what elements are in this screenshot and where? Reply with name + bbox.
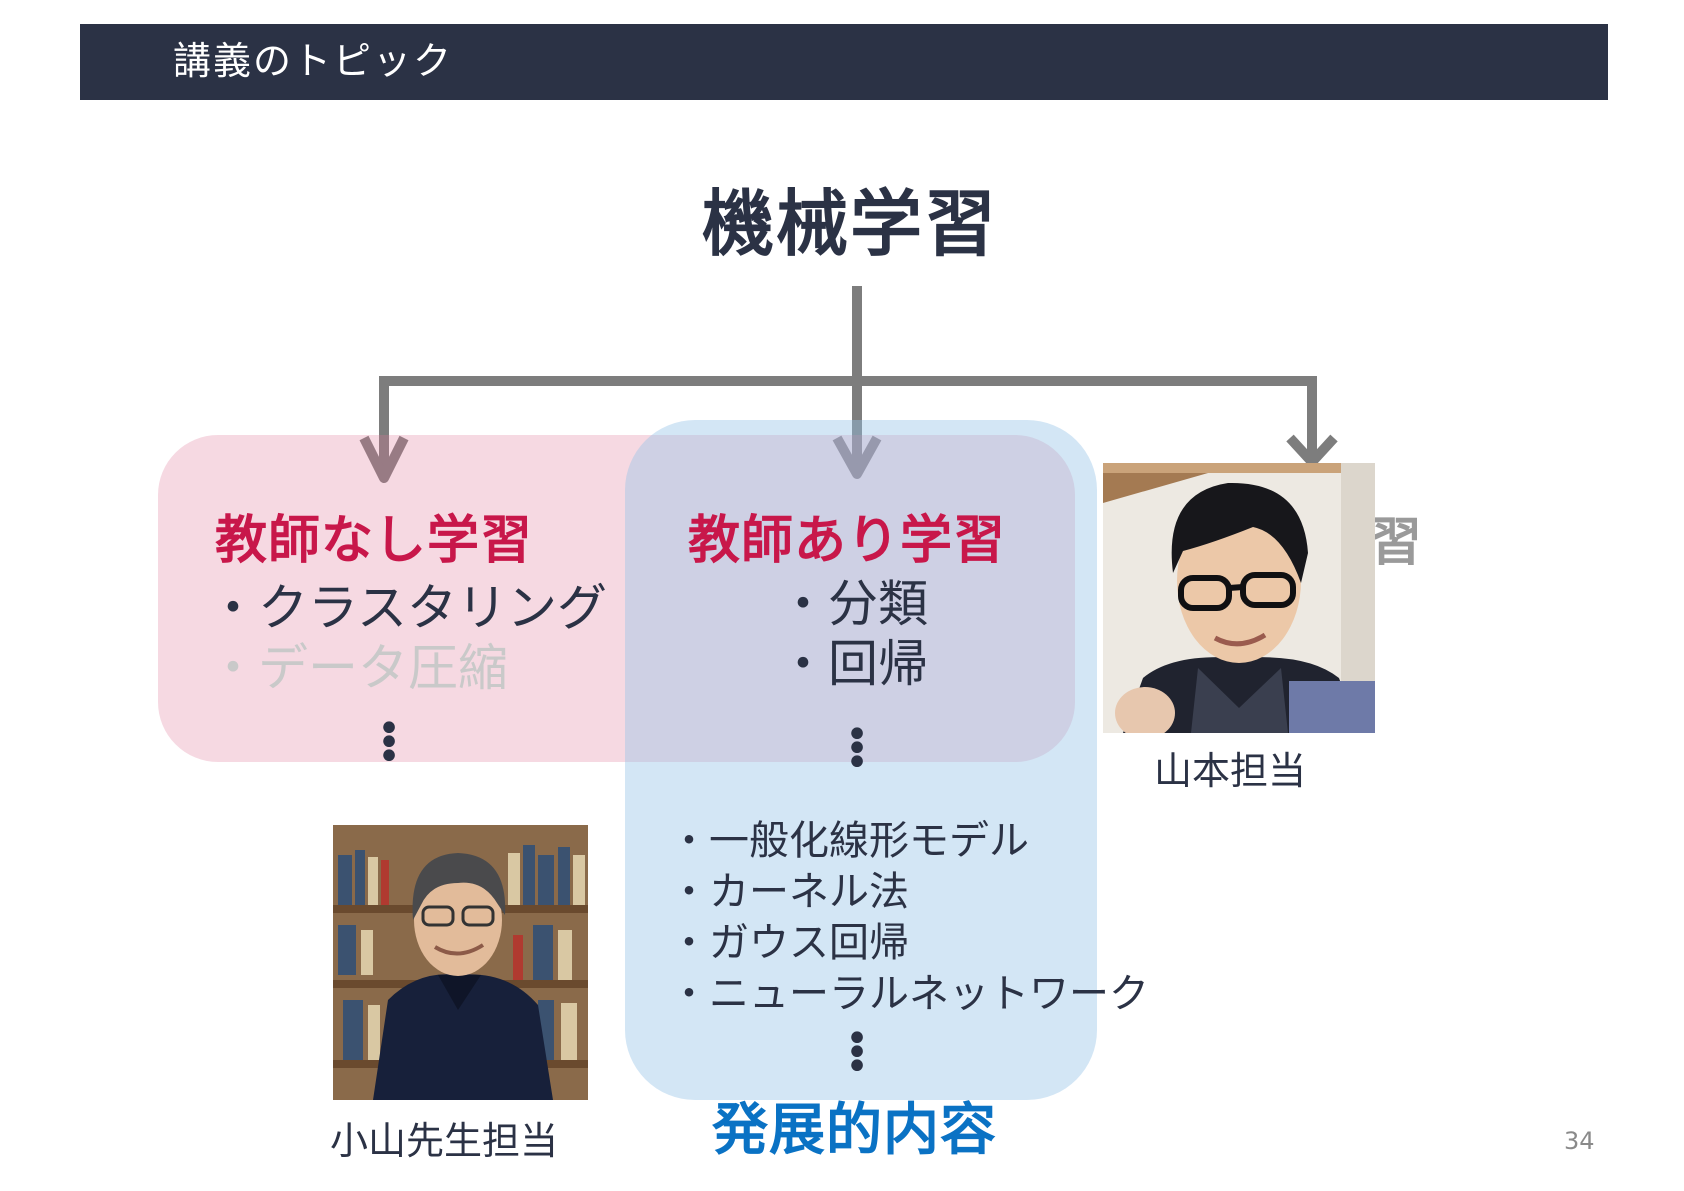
main-title: 機械学習	[701, 182, 998, 266]
ellipsis-vertical-icon: •••	[377, 706, 401, 780]
arrowhead-center	[832, 435, 882, 479]
yamamoto-caption: 山本担当	[1154, 749, 1307, 793]
unsupervised-item-clustering: ・クラスタリング	[208, 579, 607, 637]
arrowhead-right	[1286, 434, 1338, 467]
unsupervised-heading: 教師なし学習	[215, 511, 534, 571]
supervised-item-regression: ・回帰	[778, 635, 928, 693]
unsupervised-item-compression: ・データ圧縮	[208, 639, 508, 697]
supervised-heading: 教師あり学習	[688, 511, 1007, 571]
yamamoto-photo	[1103, 463, 1375, 733]
advanced-item-kernel: ・カーネル法	[669, 869, 909, 915]
unsupervised-region	[158, 435, 1075, 762]
page-number: 34	[1564, 1127, 1595, 1155]
arrowhead-left	[359, 435, 409, 483]
advanced-item-gaussian: ・ガウス回帰	[669, 920, 909, 966]
koyama-caption: 小山先生担当	[330, 1119, 559, 1163]
third-branch-heading-partial: 習	[1370, 513, 1423, 573]
supervised-item-classification: ・分類	[778, 575, 928, 633]
advanced-item-neural-network: ・ニューラルネットワーク	[669, 971, 1149, 1017]
koyama-photo	[333, 825, 588, 1100]
header-bar	[80, 24, 1608, 100]
slide-title: 講義のトピック	[173, 39, 454, 83]
ellipsis-vertical-icon: •••	[845, 712, 869, 786]
supervised-advanced-region	[625, 420, 1097, 1100]
advanced-title: 発展的内容	[712, 1098, 997, 1163]
ellipsis-vertical-icon: •••	[845, 1016, 869, 1090]
advanced-item-glm: ・一般化線形モデル	[669, 818, 1029, 864]
